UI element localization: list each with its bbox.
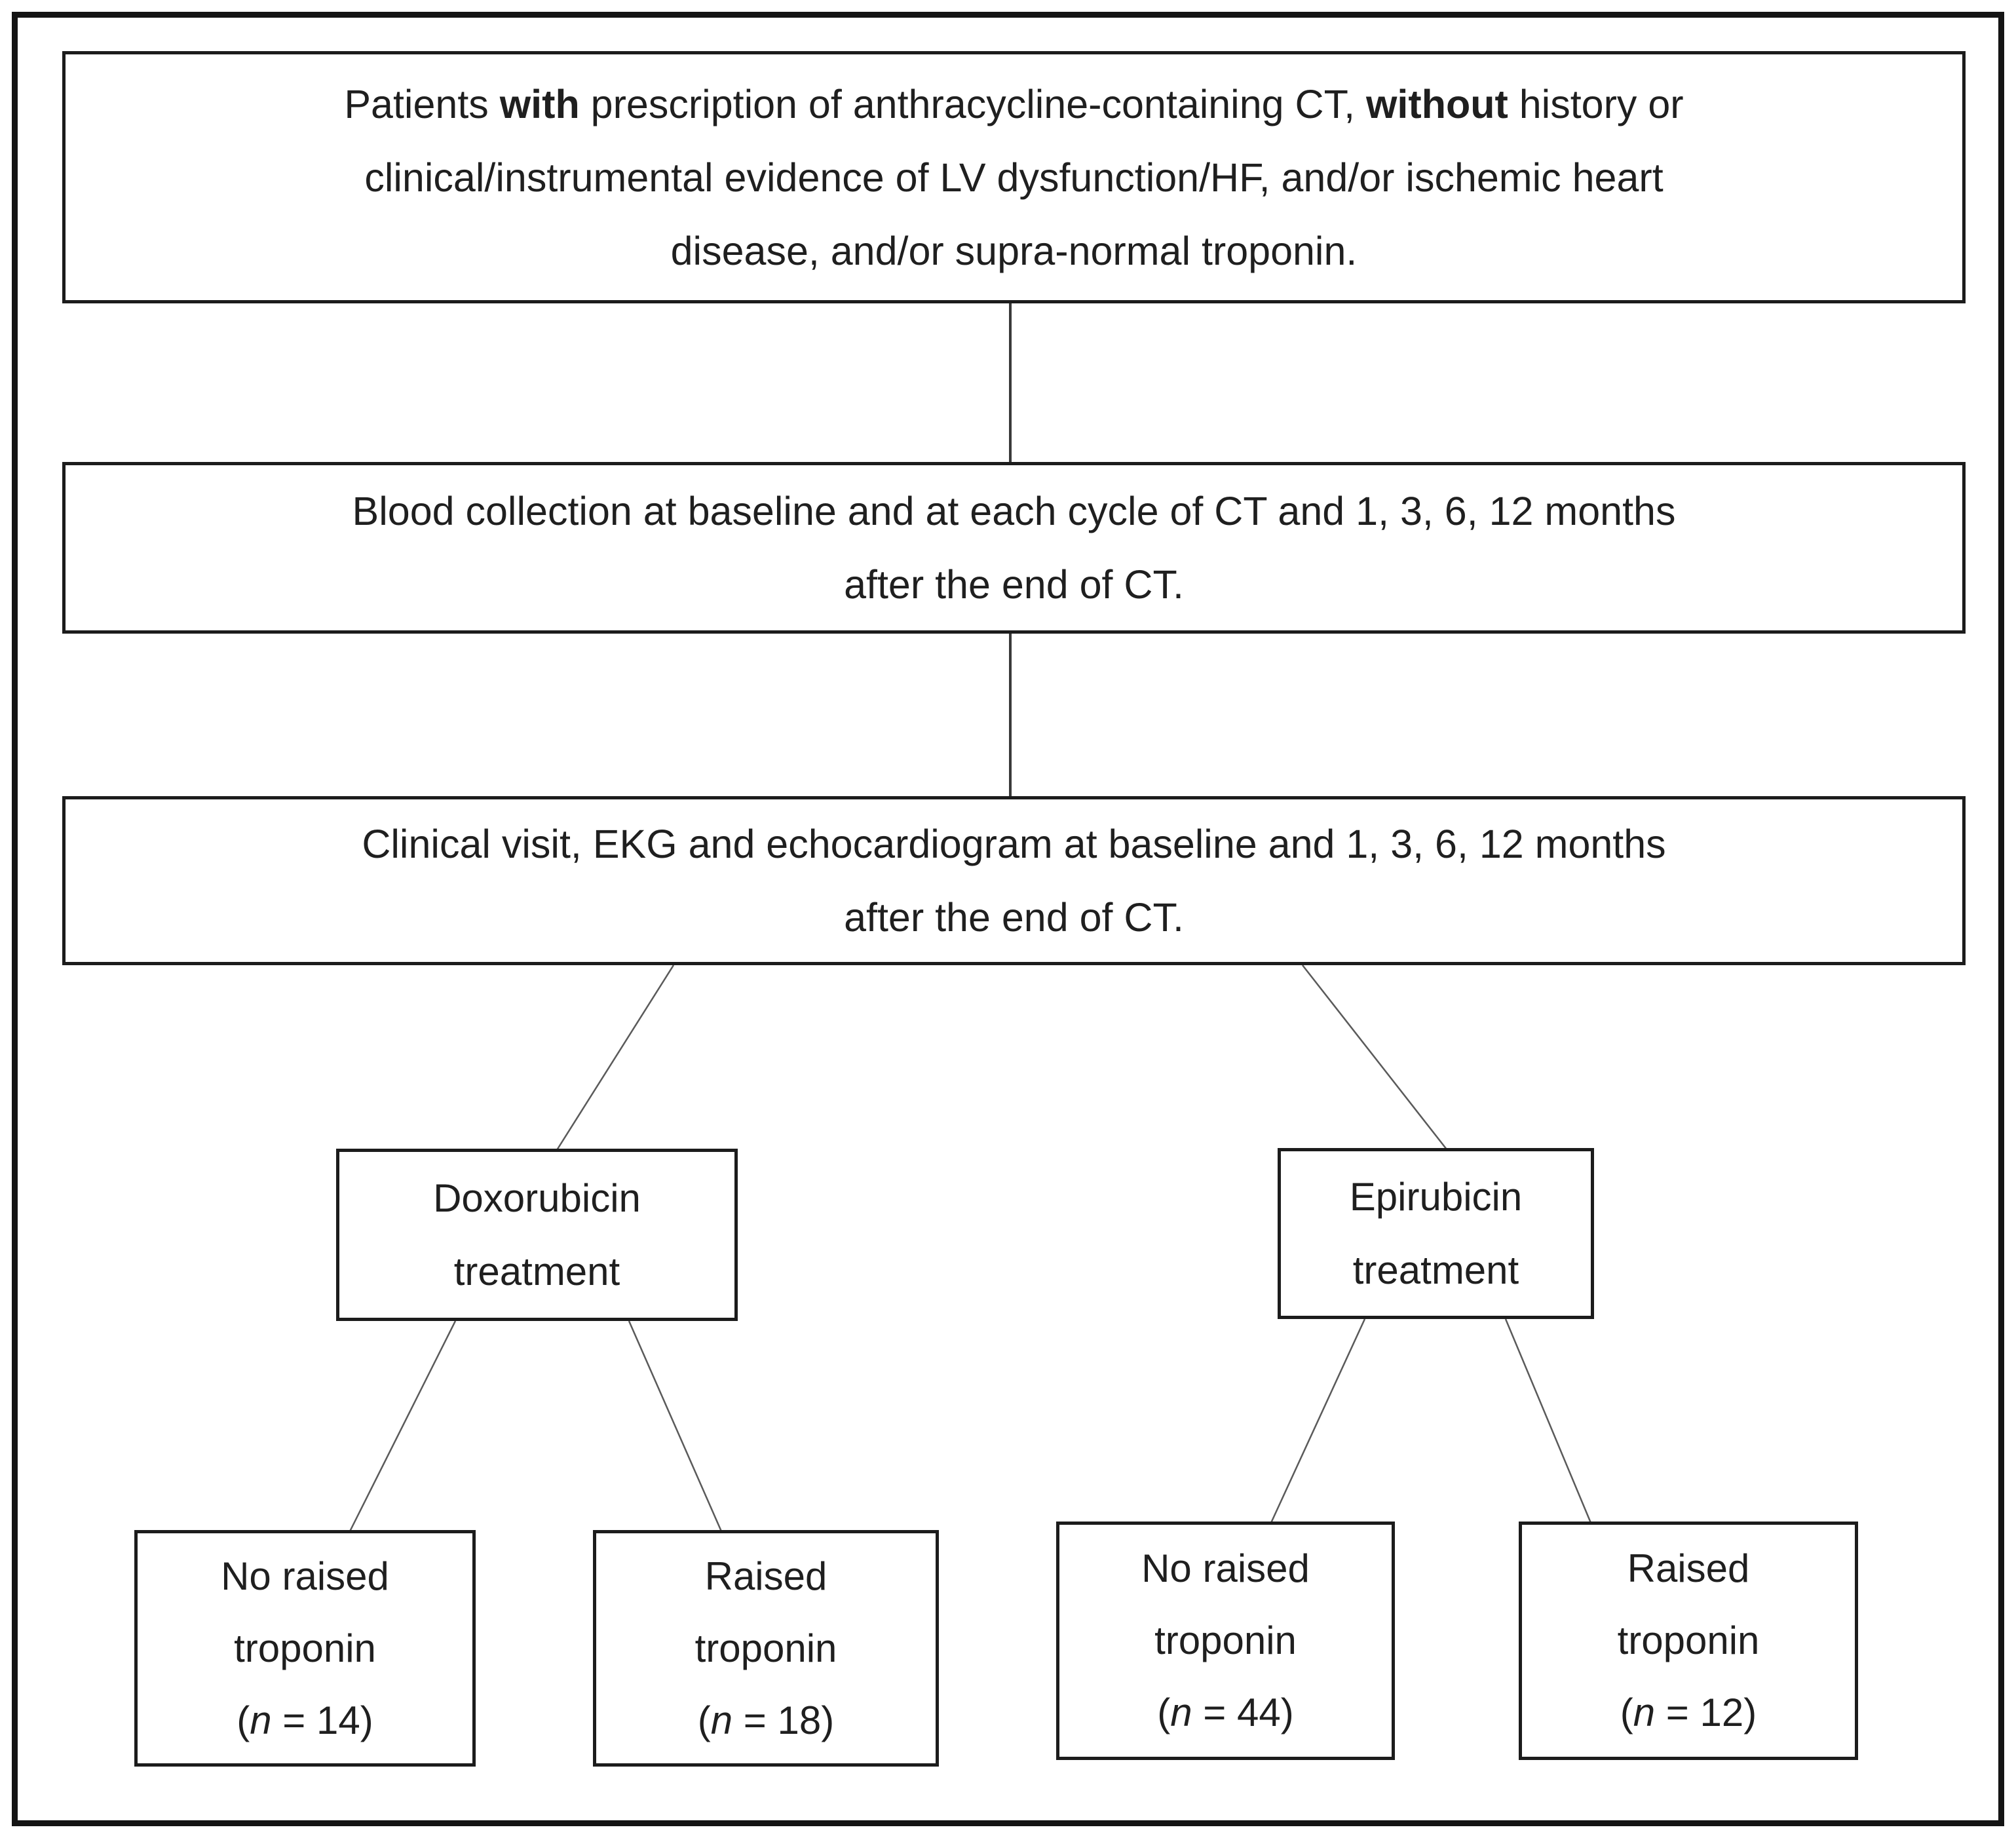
equals-sign: = (1655, 1691, 1700, 1734)
eligibility-line-1: Patients with prescription of anthracycl… (66, 67, 1962, 141)
count-value: 12 (1700, 1691, 1744, 1734)
equals-sign: = (1192, 1691, 1237, 1734)
n-symbol: n (710, 1698, 733, 1742)
dox-raised-troponin-box: Raised troponin (n = 18) (593, 1530, 939, 1767)
doxorubicin-line-2: treatment (453, 1249, 620, 1293)
outcome-n-count: (n = 18) (596, 1685, 936, 1757)
paren-close: ) (1280, 1691, 1294, 1734)
equals-sign: = (271, 1698, 316, 1742)
paren-close: ) (1743, 1691, 1757, 1734)
outcome-n-count: (n = 14) (138, 1685, 472, 1757)
outcome-line-1: No raised (221, 1554, 389, 1598)
count-value: 14 (316, 1698, 360, 1742)
blood-collection-line-2: after the end of CT. (844, 562, 1184, 607)
blood-collection-box: Blood collection at baseline and at each… (62, 462, 1966, 634)
epirubicin-line-1: Epirubicin (1349, 1174, 1523, 1219)
eligibility-text-segment: Patients (344, 81, 500, 126)
count-value: 44 (1237, 1691, 1281, 1734)
clinical-visit-line-1: Clinical visit, EKG and echocardiogram a… (362, 822, 1666, 866)
eligibility-box: Patients with prescription of anthracycl… (62, 51, 1966, 303)
eligibility-text-segment: history or (1508, 81, 1684, 126)
clinical-visit-box: Clinical visit, EKG and echocardiogram a… (62, 796, 1966, 965)
paren-close: ) (360, 1698, 373, 1742)
outcome-line-1: Raised (704, 1554, 827, 1598)
paren-open: ( (1157, 1691, 1171, 1734)
count-value: 18 (777, 1698, 822, 1742)
epirubicin-treatment-box: Epirubicin treatment (1278, 1148, 1594, 1319)
epi-no-raised-troponin-box: No raised troponin (n = 44) (1056, 1522, 1395, 1760)
paren-open: ( (697, 1698, 711, 1742)
outcome-line-2: troponin (1617, 1618, 1760, 1662)
eligibility-text-segment: prescription of anthracycline-containing… (579, 81, 1366, 126)
outcome-line-2: troponin (234, 1626, 376, 1670)
dox-no-raised-troponin-box: No raised troponin (n = 14) (134, 1530, 476, 1767)
doxorubicin-line-1: Doxorubicin (433, 1176, 641, 1220)
n-symbol: n (250, 1698, 272, 1742)
n-symbol: n (1633, 1691, 1656, 1734)
paren-open: ( (1620, 1691, 1633, 1734)
epirubicin-line-2: treatment (1352, 1248, 1519, 1292)
doxorubicin-treatment-box: Doxorubicin treatment (336, 1149, 738, 1321)
outcome-line-2: troponin (694, 1626, 837, 1670)
paren-open: ( (237, 1698, 250, 1742)
outcome-line-1: No raised (1141, 1546, 1310, 1590)
n-symbol: n (1170, 1691, 1192, 1734)
outcome-n-count: (n = 12) (1522, 1677, 1855, 1749)
equals-sign: = (732, 1698, 778, 1742)
eligibility-line-2: clinical/instrumental evidence of LV dys… (364, 155, 1664, 200)
eligibility-bold-with: with (499, 81, 580, 126)
eligibility-bold-without: without (1365, 81, 1508, 126)
eligibility-line-3: disease, and/or supra-normal troponin. (670, 228, 1358, 273)
blood-collection-line-1: Blood collection at baseline and at each… (352, 489, 1676, 533)
paren-close: ) (821, 1698, 835, 1742)
epi-raised-troponin-box: Raised troponin (n = 12) (1519, 1522, 1858, 1760)
clinical-visit-line-2: after the end of CT. (844, 895, 1184, 940)
outcome-n-count: (n = 44) (1059, 1677, 1392, 1749)
outcome-line-1: Raised (1627, 1546, 1750, 1590)
outcome-line-2: troponin (1154, 1618, 1297, 1662)
